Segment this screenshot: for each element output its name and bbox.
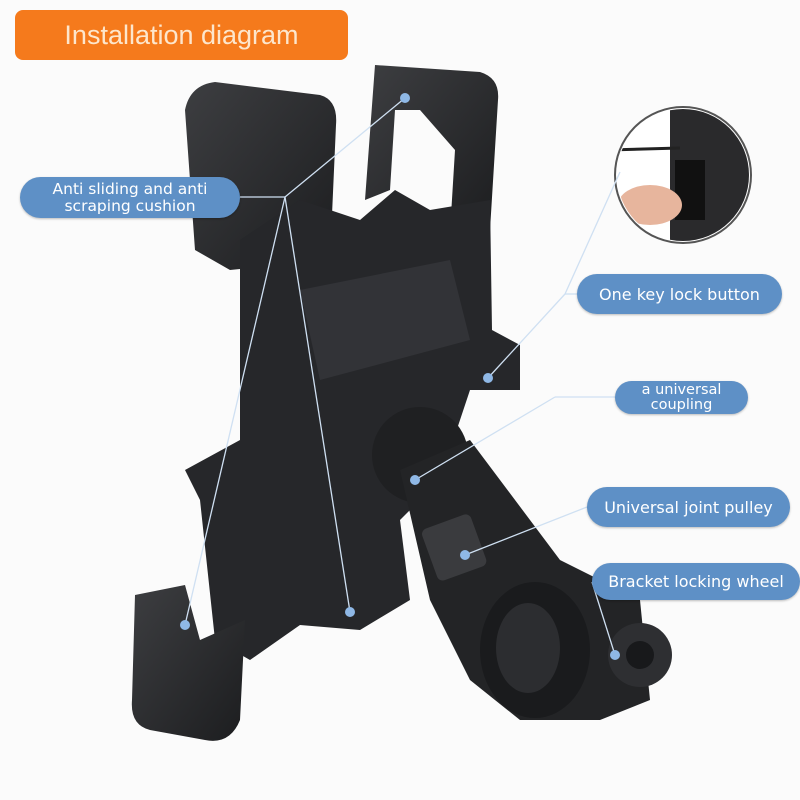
pulley-thread	[422, 514, 487, 581]
bottom-left-jaw	[131, 585, 245, 741]
label-lock-button: One key lock button	[577, 274, 782, 314]
label-pulley: Universal joint pulley	[587, 487, 790, 527]
title-banner: Installation diagram	[15, 10, 348, 60]
label-cushion: Anti sliding and anti scraping cushion	[20, 177, 240, 218]
leader-lines	[184, 97, 621, 656]
lock-button-detail-inset	[614, 106, 752, 244]
label-locking-wheel: Bracket locking wheel	[592, 563, 800, 600]
label-coupling: a universal coupling	[615, 381, 748, 414]
marker-dots	[180, 93, 620, 660]
top-right-jaw	[365, 65, 499, 232]
